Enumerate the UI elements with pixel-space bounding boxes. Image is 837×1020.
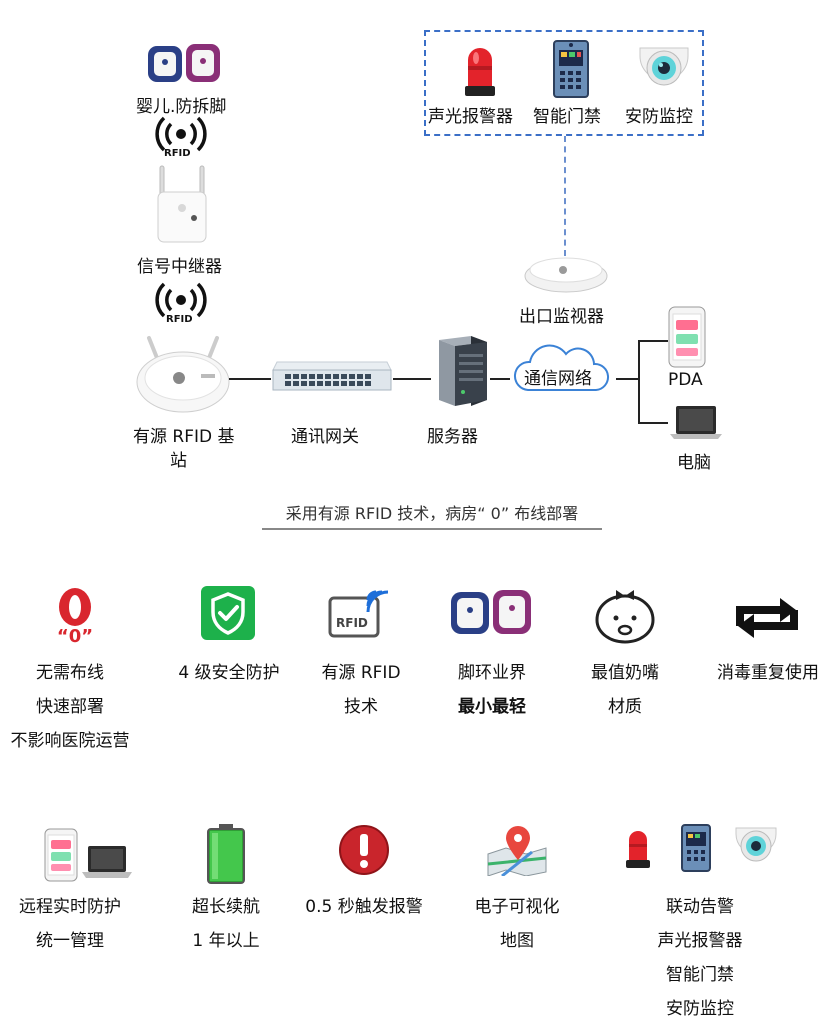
rfid-signal-icon xyxy=(155,116,207,152)
server-label: 服务器 xyxy=(427,427,478,447)
feature-text: 无需布线 xyxy=(36,663,104,683)
link-line xyxy=(616,378,638,380)
caption-underline xyxy=(262,528,602,530)
diagram-caption: 采用有源 RFID 技术，病房“ 0” 布线部署 xyxy=(285,504,579,523)
zero-badge: “0” xyxy=(56,626,94,647)
rfid-icon xyxy=(328,590,389,638)
map-icon xyxy=(487,826,547,876)
feature-text: 统一管理 xyxy=(36,931,104,951)
pda-icon xyxy=(668,306,706,368)
door-label: 智能门禁 xyxy=(533,107,601,127)
dome-camera-icon xyxy=(639,47,689,86)
feature-text: 有源 RFID xyxy=(321,663,401,683)
rfid-icon-text: RFID xyxy=(336,616,368,630)
feature-text: 材质 xyxy=(608,697,642,717)
feature-text: 远程实时防护 xyxy=(19,897,121,917)
alarm-light-icon xyxy=(465,48,495,96)
feature-text: 快速部署 xyxy=(36,697,104,717)
link-line xyxy=(638,422,668,424)
alert-icon xyxy=(339,825,389,875)
network-label: 通信网络 xyxy=(524,369,592,389)
feature-text: 最值奶嘴 xyxy=(591,663,659,683)
pda-label: PDA xyxy=(668,370,703,390)
computer-label: 电脑 xyxy=(677,453,711,473)
alarm-label: 声光报警器 xyxy=(428,107,513,127)
cloud-icon xyxy=(513,344,609,391)
laptop-icon xyxy=(670,406,722,439)
rfid-text-2: RFID xyxy=(166,314,193,325)
rfid-signal-icon-2 xyxy=(155,282,207,318)
base-station-label-2: 站 xyxy=(170,451,187,471)
feature-text: 不影响医院运营 xyxy=(10,731,130,751)
server-icon xyxy=(439,336,487,406)
feature-text: 电子可视化 xyxy=(474,897,560,917)
battery-icon xyxy=(207,824,245,884)
feature-text: 0.5 秒触发报警 xyxy=(305,897,423,917)
dashed-connector xyxy=(564,136,566,256)
door-access-icon-2 xyxy=(681,824,711,872)
feature-text: 地图 xyxy=(500,931,534,951)
gateway-icon xyxy=(272,361,392,391)
feature-text: 消毒重复使用 xyxy=(717,663,819,683)
recycle-icon xyxy=(736,598,798,638)
feature-zero-wiring: “0” xyxy=(0,586,150,647)
feature-text: 安防监控 xyxy=(666,999,734,1019)
baby-tag-label: 婴儿.防拆脚 xyxy=(136,97,227,117)
camera-label: 安防监控 xyxy=(625,107,693,127)
linked-devices-box xyxy=(424,30,704,136)
alarm-light-icon-2 xyxy=(626,831,650,868)
feature-text: 1 年以上 xyxy=(192,931,260,951)
feature-text: 技术 xyxy=(344,697,378,717)
baby-tag-icon xyxy=(148,44,220,82)
exit-monitor-label: 出口监视器 xyxy=(519,307,604,327)
feature-text: 脚环业界 xyxy=(458,663,526,683)
gateway-label: 通讯网关 xyxy=(291,427,359,447)
link-line xyxy=(638,340,640,424)
base-station-icon xyxy=(136,336,230,413)
dome-camera-icon-2 xyxy=(735,827,777,862)
link-line xyxy=(638,340,668,342)
link-line xyxy=(490,378,510,380)
baby-face-icon xyxy=(595,590,655,644)
feature-text: 超长续航 xyxy=(192,897,260,917)
feature-text: 4 级安全防护 xyxy=(178,663,280,683)
feature-text: 智能门禁 xyxy=(666,965,734,985)
shield-check-icon xyxy=(201,586,255,640)
door-access-icon xyxy=(553,40,589,98)
repeater-icon xyxy=(157,165,207,243)
exit-monitor-icon xyxy=(524,257,608,293)
feature-text: 声光报警器 xyxy=(657,931,743,951)
devices-icon xyxy=(44,828,132,882)
feature-text: 最小最轻 xyxy=(458,697,526,717)
wristband-icon xyxy=(451,590,531,634)
base-station-label-1: 有源 RFID 基 xyxy=(133,427,235,447)
feature-text: 联动告警 xyxy=(666,897,734,917)
link-line xyxy=(393,378,431,380)
link-line xyxy=(229,378,271,380)
repeater-label: 信号中继器 xyxy=(137,257,222,277)
zero-icon xyxy=(59,588,91,626)
rfid-text-1: RFID xyxy=(164,148,191,159)
